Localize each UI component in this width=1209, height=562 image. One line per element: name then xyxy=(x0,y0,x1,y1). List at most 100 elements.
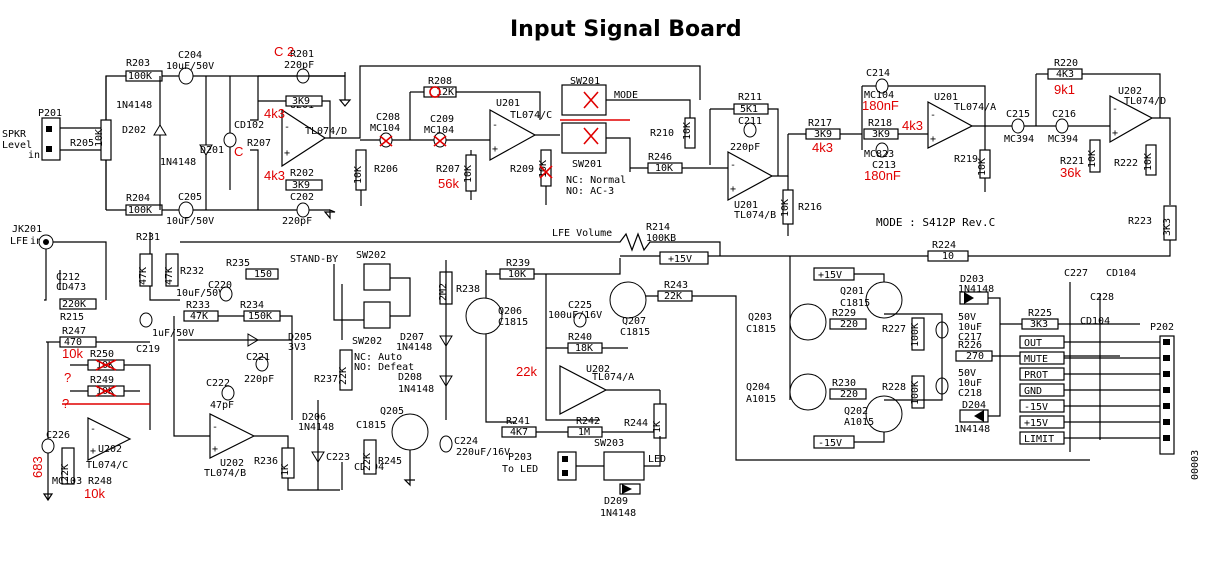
port-label-5: +15V xyxy=(1024,418,1048,429)
svg-text:NO: Defeat: NO: Defeat xyxy=(354,362,414,373)
svg-text:10uF/50V: 10uF/50V xyxy=(176,288,224,299)
svg-text:C215: C215 xyxy=(1006,109,1030,120)
svg-text:1N4148: 1N4148 xyxy=(954,424,990,435)
svg-text:R239: R239 xyxy=(506,258,530,269)
svg-text:C1815: C1815 xyxy=(356,420,386,431)
svg-text:A1015: A1015 xyxy=(746,394,776,405)
svg-text:C222: C222 xyxy=(206,378,230,389)
page-title: Input Signal Board xyxy=(510,17,742,42)
svg-text:C219: C219 xyxy=(136,344,160,355)
svg-text:47K: 47K xyxy=(190,311,208,322)
svg-text:P203: P203 xyxy=(508,452,532,463)
svg-text:4K3: 4K3 xyxy=(1056,69,1074,80)
svg-text:R231: R231 xyxy=(136,232,160,243)
svg-text:C221: C221 xyxy=(246,352,270,363)
svg-text:SW202: SW202 xyxy=(356,250,386,261)
svg-text:10K: 10K xyxy=(780,199,791,217)
svg-text:10K: 10K xyxy=(463,165,474,183)
svg-text:R230: R230 xyxy=(832,378,856,389)
svg-text:3K9: 3K9 xyxy=(292,96,310,107)
port-pin-3 xyxy=(1163,387,1170,393)
svg-text:220: 220 xyxy=(840,389,858,400)
u201b-stage: 10K R210 5K1 R211 C211 220pF 10K R246 -+… xyxy=(630,92,822,236)
annotation: 180nF xyxy=(864,168,901,183)
svg-text:3K3: 3K3 xyxy=(1030,319,1048,330)
svg-text:220pF: 220pF xyxy=(284,60,314,71)
svg-text:D204: D204 xyxy=(962,400,986,411)
svg-text:+: + xyxy=(90,446,96,457)
svg-text:10K: 10K xyxy=(655,163,673,174)
svg-text:220pF: 220pF xyxy=(730,142,760,153)
annotation: 10k xyxy=(62,346,83,361)
svg-text:NC: Auto: NC: Auto xyxy=(354,352,402,363)
annotation: 180nF xyxy=(862,98,899,113)
svg-text:Q204: Q204 xyxy=(746,382,770,393)
svg-text:-: - xyxy=(730,160,736,171)
svg-text:10K: 10K xyxy=(682,122,693,140)
port-pin-6 xyxy=(1163,435,1170,441)
svg-text:R217: R217 xyxy=(808,118,832,129)
svg-text:CD102: CD102 xyxy=(234,120,264,131)
svg-text:C224: C224 xyxy=(454,436,478,447)
svg-text:10K: 10K xyxy=(977,158,988,176)
p201-in-label: in xyxy=(28,150,40,161)
svg-text:10uF: 10uF xyxy=(958,322,982,333)
svg-text:10K: 10K xyxy=(1143,153,1154,171)
svg-text:in: in xyxy=(30,236,42,247)
svg-text:1uF/50V: 1uF/50V xyxy=(152,328,194,339)
svg-text:R244: R244 xyxy=(624,418,648,429)
svg-text:Q206: Q206 xyxy=(498,306,522,317)
svg-text:R247: R247 xyxy=(62,326,86,337)
svg-text:1N4148: 1N4148 xyxy=(396,342,432,353)
svg-text:D205: D205 xyxy=(288,332,312,343)
svg-text:1K: 1K xyxy=(652,421,663,433)
svg-text:1N4148: 1N4148 xyxy=(160,157,196,168)
svg-text:220pF: 220pF xyxy=(282,216,312,227)
svg-text:U202: U202 xyxy=(220,458,244,469)
port-pin-4 xyxy=(1163,403,1170,409)
svg-text:+: + xyxy=(1112,128,1118,139)
svg-text:R204: R204 xyxy=(126,193,150,204)
svg-text:R236: R236 xyxy=(254,456,278,467)
annotation: 9k1 xyxy=(1054,82,1075,97)
svg-text:R216: R216 xyxy=(798,202,822,213)
svg-text:C208: C208 xyxy=(376,112,400,123)
svg-text:1M: 1M xyxy=(578,427,590,438)
svg-text:100KB: 100KB xyxy=(646,233,676,244)
svg-text:R241: R241 xyxy=(506,416,530,427)
svg-text:R202: R202 xyxy=(290,168,314,179)
svg-text:C211: C211 xyxy=(738,116,762,127)
svg-text:-: - xyxy=(284,122,290,133)
svg-text:STAND-BY: STAND-BY xyxy=(290,254,338,265)
svg-text:TL074/A: TL074/A xyxy=(592,372,634,383)
svg-text:C204: C204 xyxy=(178,50,202,61)
svg-text:-: - xyxy=(492,120,498,131)
p202-label: P202 xyxy=(1150,322,1174,333)
svg-text:47K: 47K xyxy=(164,267,175,285)
model-label: MODE : S412P Rev.C xyxy=(876,216,995,229)
svg-text:SW201: SW201 xyxy=(570,76,600,87)
svg-text:+15V: +15V xyxy=(668,254,692,265)
svg-text:TL074/B: TL074/B xyxy=(734,210,776,221)
svg-text:R208: R208 xyxy=(428,76,452,87)
svg-text:100K: 100K xyxy=(910,381,921,405)
svg-text:100K: 100K xyxy=(128,205,152,216)
svg-text:+: + xyxy=(492,144,498,155)
annotation: 36k xyxy=(1060,165,1081,180)
port-pin-5 xyxy=(1163,419,1170,425)
port-pin-2 xyxy=(1163,371,1170,377)
svg-text:R209: R209 xyxy=(510,164,534,175)
svg-text:3K3: 3K3 xyxy=(1162,218,1173,236)
svg-text:R223: R223 xyxy=(1128,216,1152,227)
svg-text:A1015: A1015 xyxy=(844,417,874,428)
svg-text:1N4148: 1N4148 xyxy=(600,508,636,519)
svg-text:C226: C226 xyxy=(46,430,70,441)
svg-text:R233: R233 xyxy=(186,300,210,311)
svg-text:MC823: MC823 xyxy=(864,149,894,160)
svg-text:R207: R207 xyxy=(436,164,460,175)
svg-text:Q207: Q207 xyxy=(622,316,646,327)
svg-text:R249: R249 xyxy=(90,375,114,386)
